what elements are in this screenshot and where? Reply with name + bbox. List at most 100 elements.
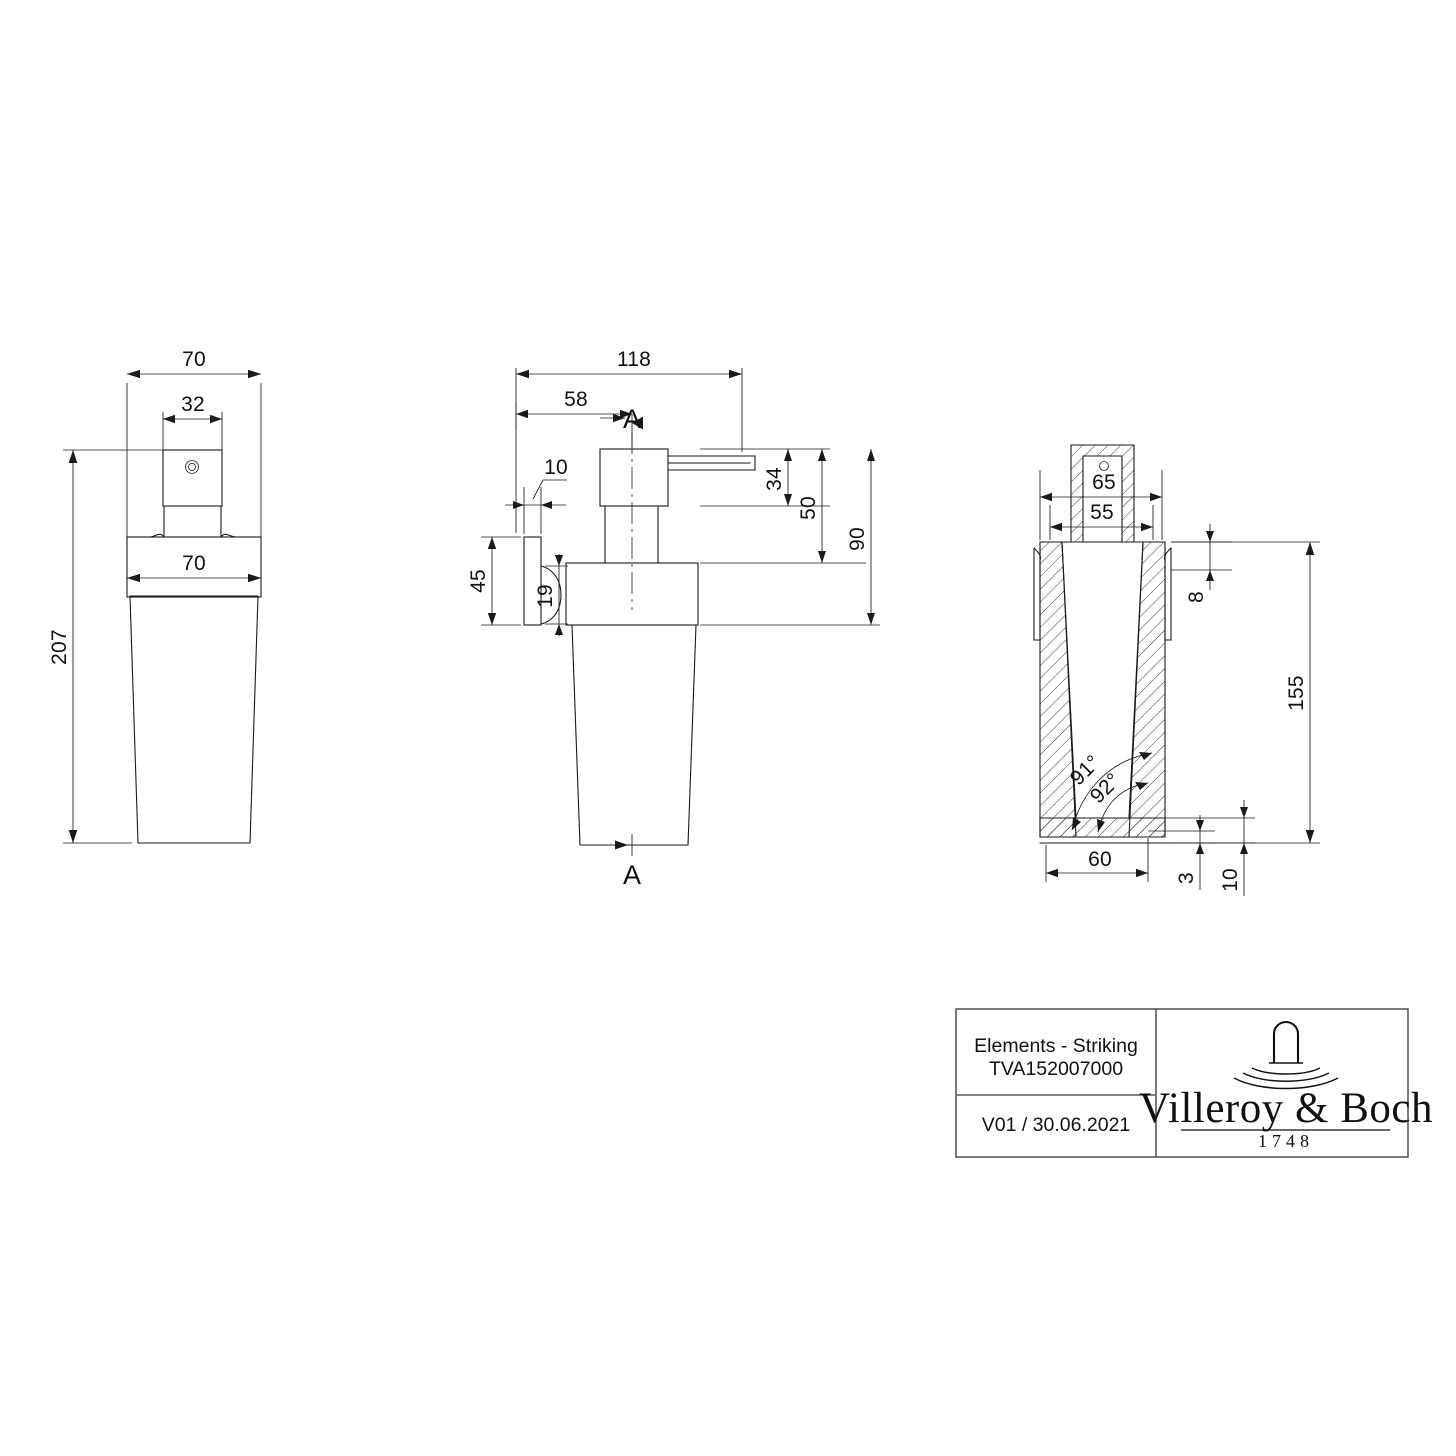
front-dim-32-text: 32 <box>181 393 205 416</box>
front-dim-70bracket-arrow-right <box>248 573 261 583</box>
section-right-wall <box>1128 541 1166 838</box>
side-section-letter-bottom: A <box>623 860 641 890</box>
side-dim-45-arrow-top <box>487 537 497 549</box>
water-ripple-3-icon <box>1233 1077 1339 1090</box>
side-neck-curve <box>540 565 562 625</box>
article-number-label: TVA152007000 <box>989 1058 1123 1080</box>
front-container-body <box>129 595 259 844</box>
side-section-leader-arrow-bottom <box>615 840 628 850</box>
front-dim-70bracket-text: 70 <box>182 552 206 575</box>
brand-wordmark: Villeroy & Boch <box>1139 1085 1433 1132</box>
section-dim-60-arrow-right <box>1136 868 1148 878</box>
section-dim-65-arrow-left <box>1040 492 1052 502</box>
section-dim-60-text: 60 <box>1088 848 1112 871</box>
side-dim-58-text: 58 <box>564 388 588 411</box>
side-dim-34-arrow-top <box>784 449 792 461</box>
side-dim-10-arrow-right <box>541 501 552 509</box>
section-dim-3-arrow-top <box>1196 820 1204 831</box>
front-dim-207-arrow-top <box>68 450 78 463</box>
side-dim-50-arrow-top <box>818 449 826 461</box>
section-dim-8-arrow-top <box>1206 531 1214 542</box>
side-dim-45-text: 45 <box>467 569 490 593</box>
section-aa-view: 65 55 8 155 91° 92° <box>1033 444 1320 896</box>
section-dim-3-arrow-bottom <box>1196 843 1204 854</box>
section-angle-92-arrow2 <box>1097 819 1105 832</box>
side-section-letter-top: A <box>623 404 641 434</box>
section-notch-right <box>1163 547 1172 561</box>
section-angle-91-arc <box>1071 752 1153 831</box>
side-dim-19-arrow-bottom <box>555 624 563 635</box>
front-dim-207-arrow-bottom <box>68 830 78 843</box>
side-dim-118-arrow-right <box>729 369 742 379</box>
front-dim-70top-arrow-right <box>248 369 261 379</box>
side-dim-50-arrow-bottom <box>818 551 826 563</box>
side-dim-19-text: 19 <box>534 584 557 608</box>
section-dim-60-arrow-left <box>1046 868 1058 878</box>
section-dim-55-text: 55 <box>1090 501 1114 524</box>
side-pump-column <box>604 505 659 564</box>
section-notch-left <box>1033 547 1042 561</box>
front-nozzle-inner-circle <box>187 462 197 472</box>
section-dim-55-arrow-left <box>1050 522 1062 532</box>
front-fillet-right <box>220 533 237 538</box>
side-pump-head <box>599 448 669 507</box>
section-dim-155-arrow-top <box>1305 542 1315 555</box>
section-dim-65-text: 65 <box>1092 471 1116 494</box>
front-dim-207-text: 207 <box>48 629 71 665</box>
section-dim-10-arrow-top <box>1240 807 1248 818</box>
brand-logo: Villeroy & Boch 1748 <box>1139 1020 1433 1151</box>
front-nozzle-outer-circle <box>185 460 199 474</box>
water-ripple-2-icon <box>1242 1072 1330 1082</box>
side-spout <box>667 455 756 471</box>
section-dim-155-arrow-bottom <box>1305 830 1315 843</box>
front-dim-70top-text: 70 <box>182 348 206 371</box>
section-base <box>1039 817 1166 838</box>
front-fillet-left <box>149 533 165 538</box>
section-dim-65-arrow-right <box>1150 492 1162 502</box>
section-dim-10-arrow-bottom <box>1240 843 1248 854</box>
revision-label: V01 / 30.06.2021 <box>982 1114 1131 1136</box>
side-dim-45-arrow-bottom <box>487 613 497 625</box>
section-outer-skirt-left <box>1033 547 1041 641</box>
title-block-frame <box>955 1008 1409 1158</box>
side-dim-58-arrow-right <box>620 409 632 419</box>
section-neck-hole <box>1099 461 1109 471</box>
side-dim-50-text: 50 <box>797 496 820 520</box>
front-bracket-block <box>126 536 262 598</box>
title-block: Elements - Striking TVA152007000 V01 / 3… <box>955 1008 1433 1158</box>
front-dim-32-arrow-right <box>210 414 222 424</box>
side-dim-10-text: 10 <box>544 456 568 479</box>
side-dim-58-arrow-left <box>516 409 528 419</box>
section-dim-8-text: 8 <box>1185 591 1208 603</box>
front-elevation-view: 207 70 32 70 <box>48 348 262 844</box>
front-dim-70bracket-arrow-left <box>127 573 140 583</box>
section-dim-8-arrow-bottom <box>1206 570 1214 581</box>
side-container-body <box>571 624 697 846</box>
section-dim-3-text: 3 <box>1175 872 1198 884</box>
water-ripple-1-icon <box>1251 1067 1321 1075</box>
side-section-arrow-top <box>632 416 643 430</box>
section-outer-skirt-right <box>1164 547 1172 641</box>
side-dim-34-arrow-bottom <box>784 494 792 506</box>
side-elevation-view: 118 58 A A 10 45 <box>467 348 880 890</box>
side-dim-19-arrow-top <box>555 555 563 566</box>
brand-year-label: 1748 <box>1258 1131 1314 1151</box>
side-wall-plate <box>523 536 542 626</box>
side-dim-10-leader <box>532 479 567 500</box>
section-left-wall <box>1039 541 1077 838</box>
front-neck <box>163 505 222 538</box>
side-dim-10-arrow-left <box>513 501 524 509</box>
fountain-arch-icon <box>1272 1020 1300 1063</box>
section-inner-cavity <box>1061 541 1144 819</box>
section-angle-92-arrow <box>1135 782 1148 790</box>
product-name-label: Elements - Striking <box>974 1035 1138 1057</box>
side-dim-118-arrow-left <box>516 369 529 379</box>
front-dim-70top-arrow-left <box>127 369 140 379</box>
side-dim-90-arrow-top <box>867 449 875 461</box>
section-dim-155-text: 155 <box>1285 675 1308 711</box>
side-dim-118-text: 118 <box>617 348 651 371</box>
side-dim-90-arrow-bottom <box>867 613 875 625</box>
section-angle-91-arrow <box>1139 752 1152 760</box>
section-dim-10-text: 10 <box>1219 868 1242 892</box>
